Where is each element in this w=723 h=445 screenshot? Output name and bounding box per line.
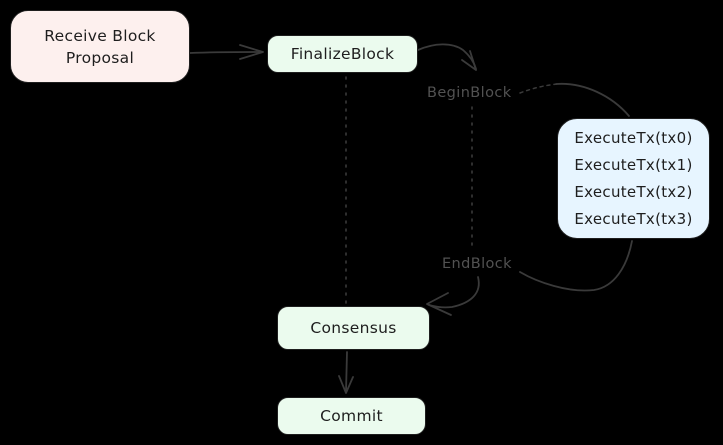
node-receive-line2: Proposal: [65, 48, 135, 67]
node-finalize-block: FinalizeBlock: [267, 35, 418, 73]
node-commit: Commit: [277, 397, 426, 435]
node-finalize-label: FinalizeBlock: [290, 45, 395, 63]
node-commit-label: Commit: [320, 407, 383, 425]
execute-tx1-line: ExecuteTx(tx1): [574, 155, 693, 174]
arrow-receive-to-finalizeblock: [189, 51, 263, 54]
connector-beginblock-dashed-segment: [519, 83, 559, 94]
node-consensus-label: Consensus: [310, 319, 397, 337]
execute-tx0-line: ExecuteTx(tx0): [574, 128, 693, 147]
node-execute-tx: ExecuteTx(tx0) ExecuteTx(tx1) ExecuteTx(…: [557, 118, 710, 239]
execute-tx3-line: ExecuteTx(tx3): [574, 209, 693, 228]
node-receive-line1: Receive Block: [44, 26, 156, 45]
begin-block-label: BeginBlock: [427, 85, 512, 101]
arrowhead-consensus-to-commit: [338, 375, 354, 394]
connector-executetx-to-endblock: [519, 240, 633, 292]
end-block-label: EndBlock: [442, 256, 512, 272]
arrow-finalizeblock-to-beginblock: [417, 43, 477, 70]
node-consensus: Consensus: [277, 306, 430, 350]
arrowhead-endblock-to-consensus: [426, 292, 452, 316]
arrow-consensus-to-commit: [345, 351, 348, 393]
arrowhead-finalizeblock-to-beginblock: [461, 50, 477, 71]
connector-beginblock-to-executetx: [555, 82, 630, 117]
arrow-endblock-to-consensus: [428, 276, 480, 309]
arrowhead-receive-to-finalizeblock: [239, 44, 264, 60]
node-receive-block-proposal: Receive Block Proposal: [10, 10, 190, 83]
execute-tx2-line: ExecuteTx(tx2): [574, 182, 693, 201]
